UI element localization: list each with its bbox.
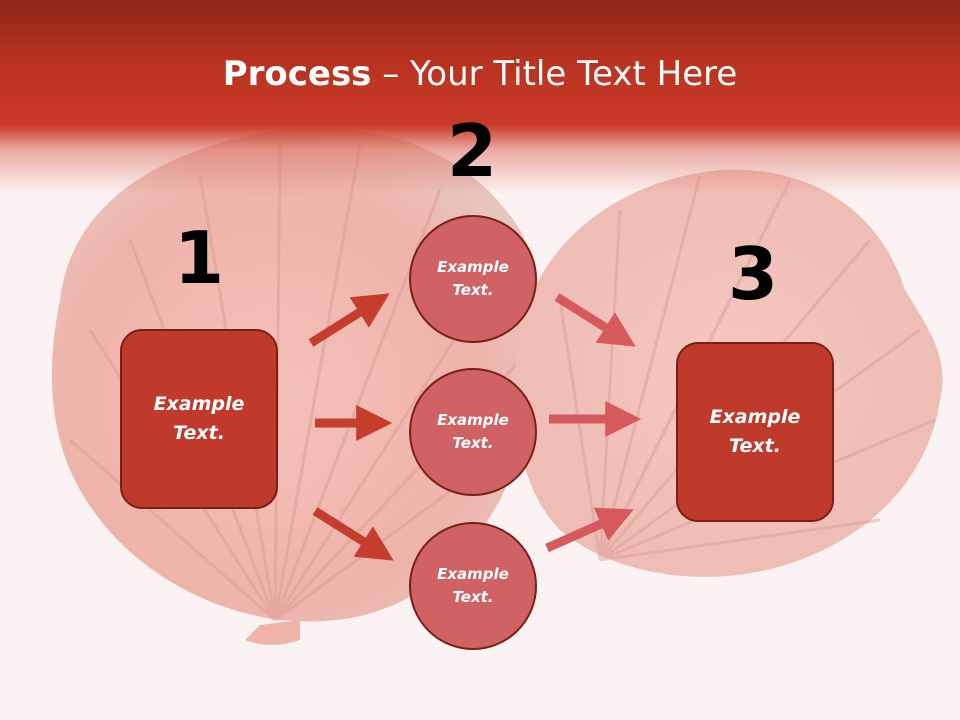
circle-middle-line2: Text. (452, 434, 494, 452)
circle-top-line2: Text. (452, 281, 494, 299)
circle-bottom: Example Text. (409, 522, 537, 650)
circle-bottom-line2: Text. (452, 588, 494, 606)
step-box-1-line1: Example (153, 393, 245, 415)
circle-top-line1: Example (437, 258, 509, 276)
step-box-1-line2: Text. (173, 422, 225, 444)
step-box-3-line2: Text. (729, 435, 781, 457)
step-number-2: 2 (446, 109, 498, 193)
circle-top: Example Text. (409, 215, 537, 343)
circle-middle-line1: Example (437, 411, 509, 429)
arrow-circle-bottom-to-box3 (545, 507, 634, 553)
circle-bottom-line1: Example (437, 565, 509, 583)
step-box-3-line1: Example (709, 406, 801, 428)
step-number-3: 3 (727, 232, 779, 316)
title-bar (0, 0, 960, 195)
title-bold: Process (222, 54, 372, 94)
step-box-1: Example Text. (120, 329, 278, 509)
slide-title: Process – Your Title Text Here (0, 52, 960, 96)
step-number-1: 1 (173, 216, 225, 300)
arrow-box1-to-circle-bottom (312, 507, 394, 561)
title-rest: – Your Title Text Here (371, 54, 738, 94)
circle-middle: Example Text. (409, 368, 537, 496)
step-box-3: Example Text. (676, 342, 834, 522)
arrow-circle-top-to-box3 (554, 293, 636, 347)
arrow-box1-to-circle-top (308, 293, 390, 347)
